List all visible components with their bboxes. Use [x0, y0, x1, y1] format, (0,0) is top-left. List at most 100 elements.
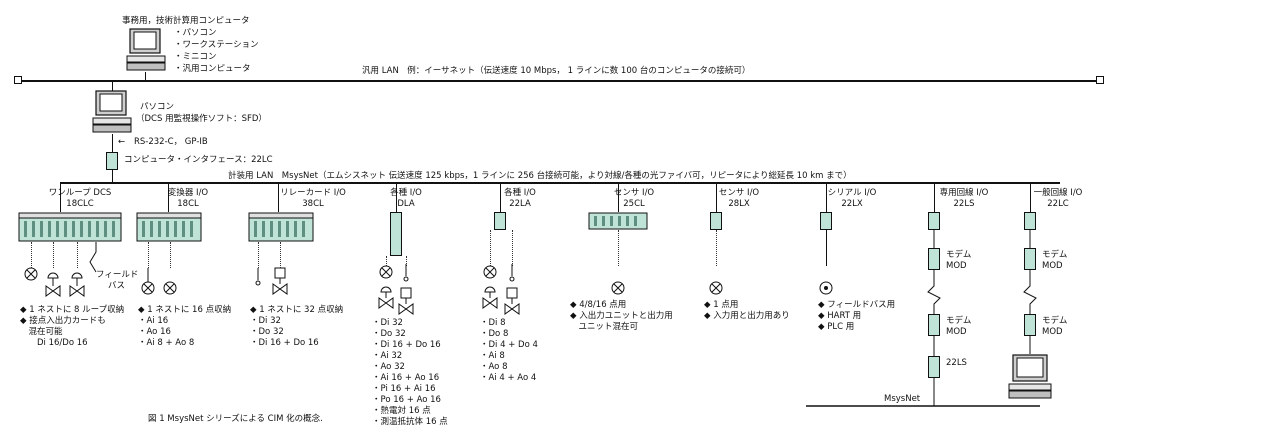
nest-rack-38cl-icon [248, 212, 314, 242]
unit-9-model: 22LC [1047, 199, 1069, 209]
lan-terminator-left-icon [14, 76, 22, 84]
modem-label: MOD [1042, 327, 1063, 337]
note-line: ・Ao 32 [372, 362, 405, 372]
drop-line [60, 182, 61, 212]
modem-icon [928, 314, 940, 336]
remote-computer-icon [1008, 354, 1052, 400]
note-line: ◆ 入出力ユニットと出力用 [570, 311, 673, 321]
lamp-icon [483, 265, 497, 279]
note-line: ◆ 1 点用 [704, 300, 739, 310]
module-22lx-icon [820, 212, 832, 230]
field-wire [406, 256, 407, 266]
module-22lc-icon [1024, 212, 1036, 230]
pc-interface-link [112, 134, 113, 152]
top-computer-title: 事務用，技術計算用コンピュータ [122, 16, 250, 26]
note-line: Di 16/Do 16 [20, 338, 88, 348]
module-22ls-icon [928, 212, 940, 230]
field-wire [258, 242, 259, 268]
modem-label: モデム [946, 250, 972, 260]
modem-icon [928, 248, 940, 270]
rs232-label: RS-232-C， GP-IB [134, 137, 208, 147]
unit-7-name: シリアル I/O [827, 188, 877, 198]
remote-22ls-label: 22LS [946, 358, 967, 368]
fieldbus-terminal-icon [819, 281, 833, 295]
lan-label: 汎用 LAN 例：イーサネット（伝送速度 10 Mbps， 1 ラインに数 10… [362, 66, 751, 76]
unit-9-name: 一般回線 I/O [1033, 188, 1083, 198]
fieldbus-label: フィールド [96, 270, 139, 280]
telephone-line-zigzag-icon [1023, 270, 1037, 314]
field-wire [618, 230, 619, 266]
switch-icon [403, 264, 409, 282]
note-line: ・Pi 16 + Ai 16 [372, 384, 436, 394]
nest-rack-25cl-icon [588, 212, 648, 230]
modem-label: MOD [946, 327, 967, 337]
note-line: ・Di 4 + Do 4 [480, 340, 538, 350]
lan-terminator-right-icon [1096, 76, 1104, 84]
note-line: ・Di 8 [480, 318, 506, 328]
unit-6-model: 28LX [728, 199, 750, 209]
unit-0-name: ワンループ DCS [48, 188, 112, 198]
note-line: ・Di 16 + Do 16 [372, 340, 441, 350]
lamp-icon [24, 267, 38, 281]
dla-module-icon [390, 212, 402, 256]
drop-line [826, 182, 827, 212]
msysnet-label: 計装用 LAN MsysNet（エムシスネット 伝送速度 125 kbps，1 … [228, 171, 852, 181]
drop-line [278, 182, 279, 212]
actuator-valve-icon [272, 267, 288, 295]
sensor-icon [141, 268, 155, 295]
note-line: ◆ 1 ネストに 8 ループ収納 [20, 305, 125, 315]
note-line: ◆ 4/8/16 点用 [570, 300, 627, 310]
actuator-valve-icon [504, 287, 520, 315]
field-wire [490, 230, 491, 266]
actuator-valve-icon [398, 287, 414, 315]
top-computer-item: ・パソコン [174, 28, 217, 38]
valve-icon [482, 286, 498, 309]
ethernet-lan-line [22, 80, 1098, 82]
note-line: ・Ao 16 [138, 327, 171, 337]
fieldbus-wire [826, 230, 827, 266]
nest-rack-18clc-icon [18, 212, 122, 242]
lamp-icon [163, 281, 177, 295]
note-line: ◆ 1 ネストに 16 点収納 [138, 305, 232, 315]
pc-subtitle: （DCS 用監視操作ソフト：SFD） [136, 114, 267, 124]
note-line: ◆ フィールドバス用 [818, 300, 896, 310]
note-line: ・熱電対 16 点 [372, 406, 431, 416]
pc-icon [92, 90, 132, 134]
note-line: ・Ai 16 + Ao 16 [372, 373, 440, 383]
unit-5-model: 25CL [623, 199, 645, 209]
fieldbus-wave-icon [89, 242, 97, 273]
figure-caption: 図 1 MsysNet シリーズによる CIM 化の概念. [148, 414, 323, 424]
module-22la-icon [494, 212, 506, 230]
field-wire [31, 242, 32, 268]
valve-icon [69, 272, 85, 297]
interface-bus-link [112, 170, 113, 182]
note-line: ・Ai 16 [138, 316, 169, 326]
note-line: ・Ai 8 + Ao 8 [138, 338, 195, 348]
modem-label: MOD [1042, 261, 1063, 271]
unit-8-name: 専用回線 I/O [939, 188, 989, 198]
workstation-computer-icon [126, 28, 166, 72]
interface-module-icon [106, 152, 118, 170]
unit-5-name: センサ I/O [613, 188, 655, 198]
drop-line [396, 182, 397, 212]
drop-line [1030, 182, 1031, 212]
unit-4-model: 22LA [509, 199, 531, 209]
lamp-icon [379, 265, 393, 279]
note-line: ・Ai 4 + Ao 4 [480, 373, 537, 383]
modem-label: モデム [1042, 250, 1068, 260]
drop-line [716, 182, 717, 212]
note-line: ◆ 1 ネストに 32 点収納 [250, 305, 344, 315]
switch-icon [255, 268, 261, 286]
note-line: ・Ai 32 [372, 351, 403, 361]
note-line: ・Di 32 [250, 316, 281, 326]
field-wire [148, 242, 149, 268]
note-line: ・Ai 8 [480, 351, 505, 361]
note-line: ◆ 入力用と出力用あり [704, 311, 790, 321]
drop-line [500, 182, 501, 212]
rs232-arrow: ← [118, 137, 126, 147]
unit-8-model: 22LS [953, 199, 975, 209]
top-computer-item: ・ミニコン [174, 52, 217, 62]
note-line: ・Do 8 [480, 329, 509, 339]
note-line: ・Do 32 [250, 327, 284, 337]
